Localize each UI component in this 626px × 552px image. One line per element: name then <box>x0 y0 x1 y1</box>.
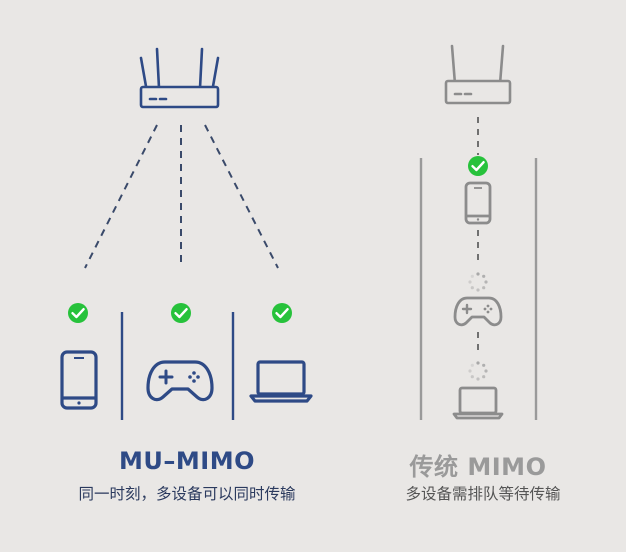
traditional-mimo-title: 传统 MIMO <box>409 453 547 481</box>
mu-signal-line-laptop <box>204 124 279 269</box>
mu-mimo-signal-lines <box>84 124 279 269</box>
mu-mimo-router-icon <box>139 47 220 109</box>
mu-check-icon-laptop <box>272 303 292 323</box>
traditional-mimo-subtitle: 多设备需排队等待传输 <box>405 485 561 503</box>
mu-mimo-dividers <box>120 312 235 420</box>
traditional-loading-spinner-icon-1 <box>468 272 488 292</box>
mu-mimo-title: MU–MIMO <box>119 447 255 475</box>
mu-signal-line-phone <box>84 124 158 269</box>
traditional-router-icon <box>444 44 512 105</box>
mu-gamepad-icon <box>146 360 214 402</box>
mu-check-icon-phone <box>68 303 88 323</box>
traditional-laptop-icon <box>452 386 504 420</box>
traditional-loading-spinner-icon-2 <box>468 361 488 381</box>
traditional-side-rails <box>419 158 538 420</box>
traditional-gamepad-icon <box>453 296 503 327</box>
mu-mimo-subtitle: 同一时刻，多设备可以同时传输 <box>78 485 296 503</box>
traditional-smartphone-icon <box>464 181 492 225</box>
mu-laptop-icon <box>249 360 313 403</box>
traditional-check-icon <box>468 156 488 176</box>
mu-smartphone-icon <box>60 350 98 410</box>
mu-check-icon-gamepad <box>171 303 191 323</box>
